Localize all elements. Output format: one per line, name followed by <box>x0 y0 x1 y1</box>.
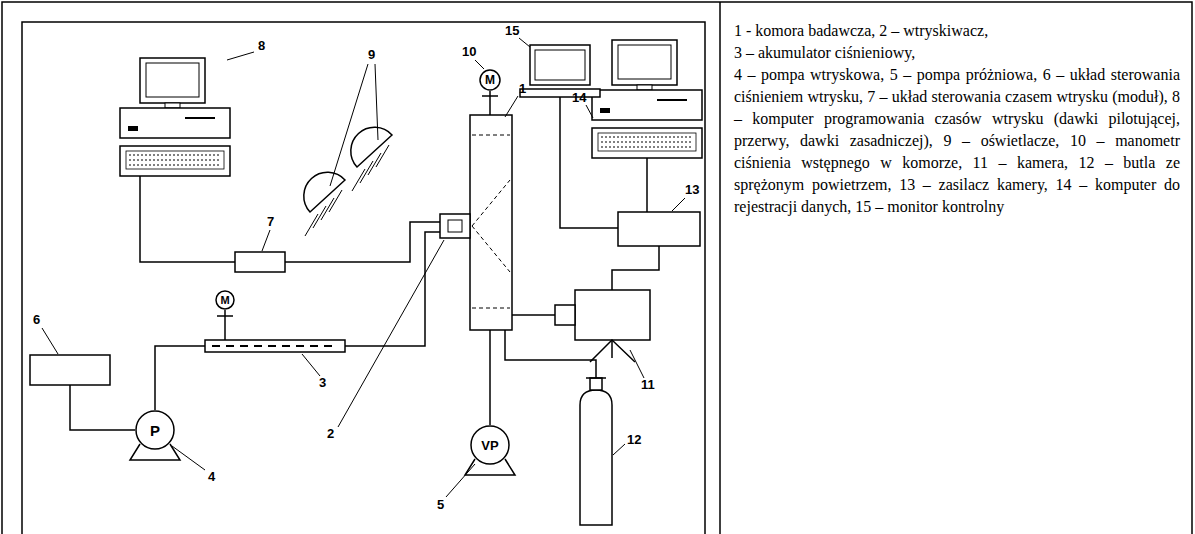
legend-entry: 1 - komora badawcza, 2 – wtryskiwacz, <box>734 20 1180 42</box>
node-letter: M <box>479 69 501 91</box>
callout-number: 2 <box>327 427 334 441</box>
manometer-gauge: M <box>479 69 501 91</box>
callout-number: 10 <box>462 45 476 59</box>
node-letter: P <box>135 410 175 450</box>
injection-pump: P <box>135 410 175 450</box>
callout-number: 8 <box>258 39 265 53</box>
callout-number: 1 <box>519 82 526 96</box>
node-letter: M <box>215 290 235 310</box>
callout-number: 11 <box>641 378 655 392</box>
legend-entry: 4 – pompa wtryskowa, 5 – pompa próżniowa… <box>734 64 1180 218</box>
callout-number: 4 <box>208 470 215 484</box>
legend-text: 1 - komora badawcza, 2 – wtryskiwacz,3 –… <box>734 20 1180 218</box>
callout-number: 14 <box>572 91 586 105</box>
callout-number: 13 <box>685 183 699 197</box>
callout-number: 9 <box>368 48 375 62</box>
callout-number: 15 <box>505 24 519 38</box>
callout-number: 5 <box>437 498 444 512</box>
legend-entry: 3 – akumulator ciśnieniowy, <box>734 42 1180 64</box>
callout-number: 3 <box>319 376 326 390</box>
node-letter: VP <box>470 425 510 465</box>
vacuum-pump: VP <box>470 425 510 465</box>
callout-number: 7 <box>267 215 274 229</box>
callout-number: 6 <box>33 313 40 327</box>
pressure-gauge: M <box>215 290 235 310</box>
callout-number: 12 <box>627 433 641 447</box>
